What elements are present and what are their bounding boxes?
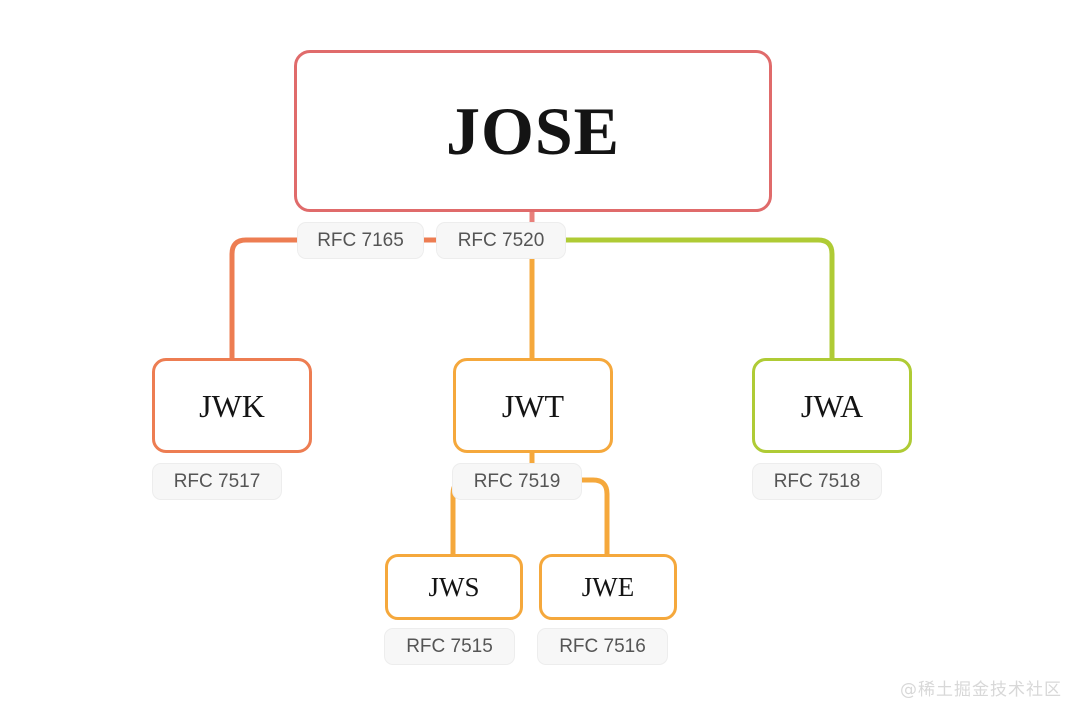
node-label-rfc-7515: RFC 7515 <box>384 628 515 665</box>
node-jwe[interactable]: JWE <box>539 554 677 620</box>
edge-label-rfc-7520: RFC 7520 <box>436 222 566 259</box>
node-label-rfc-7518: RFC 7518 <box>752 463 882 500</box>
node-label-rfc-7516: RFC 7516 <box>537 628 668 665</box>
node-jwt[interactable]: JWT <box>453 358 613 453</box>
node-jwt-label: JWT <box>501 387 565 424</box>
node-jose[interactable]: JOSE <box>294 50 772 212</box>
node-jwk[interactable]: JWK <box>152 358 312 453</box>
edge-jwt-to-jwe <box>529 477 610 557</box>
node-jwe-label: JWE <box>581 571 635 602</box>
node-jwa-label: JWA <box>800 387 864 424</box>
edge-jose-to-jwk <box>229 207 535 361</box>
watermark: @稀土掘金技术社区 <box>900 680 1062 700</box>
node-jose-label: JOSE <box>445 93 621 169</box>
node-jwa[interactable]: JWA <box>752 358 912 453</box>
node-label-rfc-7517: RFC 7517 <box>152 463 282 500</box>
node-jwk-label: JWK <box>199 387 265 424</box>
node-label-rfc-7519: RFC 7519 <box>452 463 582 500</box>
node-jws-label: JWS <box>428 571 480 602</box>
edge-label-rfc-7165: RFC 7165 <box>297 222 424 259</box>
node-jws[interactable]: JWS <box>385 554 523 620</box>
edge-jose-to-jwa <box>529 237 835 361</box>
